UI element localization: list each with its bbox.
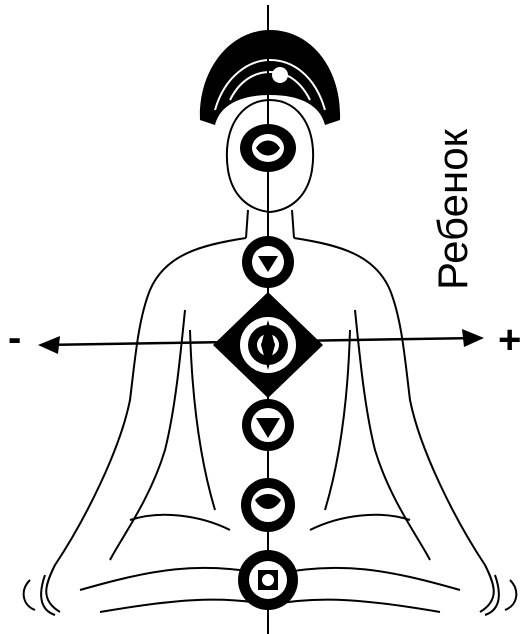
left-arrowhead xyxy=(38,336,60,354)
plus-label: + xyxy=(498,320,521,360)
solar-plexus-chakra xyxy=(242,399,294,451)
throat-chakra xyxy=(242,236,294,288)
right-arrowhead xyxy=(462,329,484,347)
crown-aura xyxy=(200,30,340,125)
minus-label: - xyxy=(8,318,21,358)
heart-chakra xyxy=(213,292,323,398)
sacral-chakra xyxy=(241,478,295,532)
third-eye-chakra xyxy=(240,124,296,172)
vertical-axis-label: Ребенок xyxy=(432,129,474,290)
root-chakra xyxy=(238,550,298,610)
